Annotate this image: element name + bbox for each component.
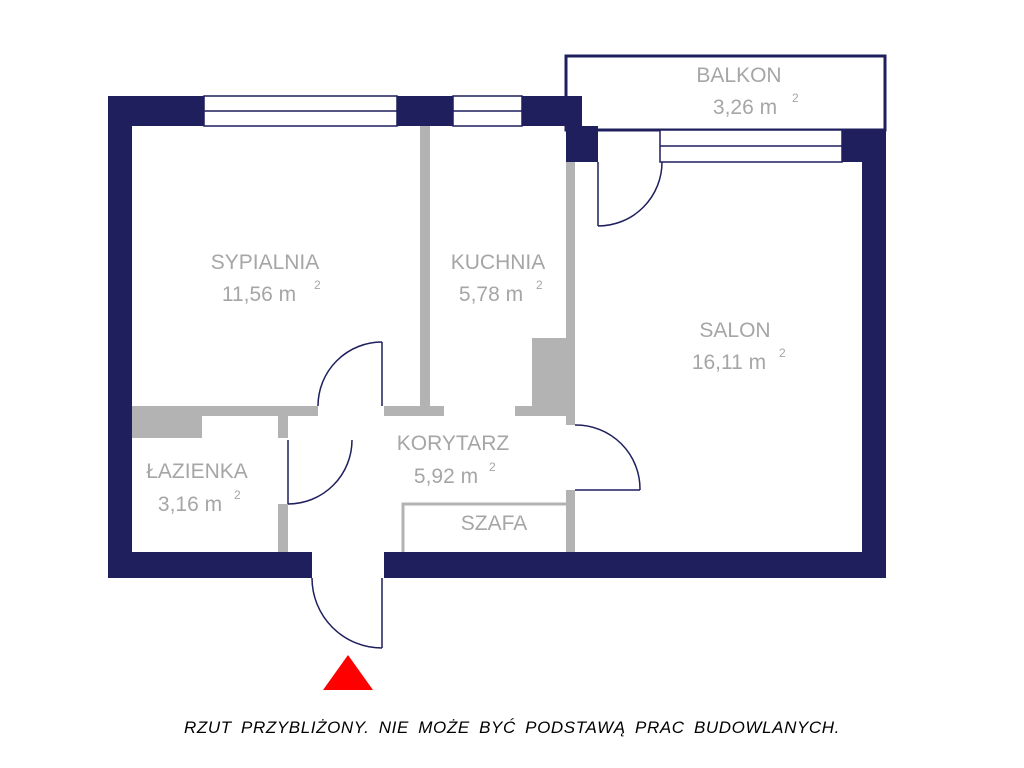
- room-label-salon: SALON 16,11 m 2: [692, 319, 786, 374]
- szafa-name: SZAFA: [461, 512, 528, 535]
- room-label-lazienka: ŁAZIENKA 3,16 m 2: [146, 460, 248, 516]
- wardrobe-outline: [401, 502, 566, 552]
- sypialnia-name: SYPIALNIA: [211, 251, 320, 274]
- lazienka-unit-exp: 2: [234, 488, 241, 502]
- room-label-sypialnia: SYPIALNIA 11,56 m 2: [211, 251, 321, 306]
- entrance-triangle-icon: [323, 655, 373, 690]
- bathroom-door-arc: [287, 439, 353, 505]
- salon-area: 16,11 m: [692, 351, 766, 374]
- balkon-unit-exp: 2: [792, 91, 799, 105]
- room-label-szafa: SZAFA: [461, 512, 528, 535]
- room-label-kuchnia: KUCHNIA 5,78 m 2: [451, 251, 546, 306]
- balcony-door-arc: [597, 161, 663, 227]
- partitions: [132, 126, 575, 552]
- lazienka-area: 3,16 m: [158, 493, 222, 516]
- windows: [203, 95, 843, 163]
- salon-unit-exp: 2: [779, 346, 786, 360]
- entrance-door-arc: [311, 577, 383, 649]
- bedroom-door-arc: [317, 341, 383, 407]
- room-label-korytarz: KORYTARZ 5,92 m 2: [397, 432, 510, 488]
- balkon-area: 3,26 m: [713, 96, 777, 119]
- kuchnia-name: KUCHNIA: [451, 251, 546, 274]
- room-label-balkon: BALKON 3,26 m 2: [696, 64, 799, 119]
- outer-walls: [108, 96, 886, 578]
- lazienka-name: ŁAZIENKA: [146, 460, 248, 483]
- doors: [287, 161, 663, 649]
- kuchnia-unit-exp: 2: [536, 278, 543, 292]
- disclaimer-text: RZUT PRZYBLIŻONY. NIE MOŻE BYĆ PODSTAWĄ …: [183, 718, 841, 737]
- korytarz-name: KORYTARZ: [397, 432, 510, 455]
- korytarz-area: 5,92 m: [414, 465, 478, 488]
- salon-door-arc: [574, 424, 641, 491]
- floor-plan: BALKON 3,26 m 2 SYPIALNIA 11,56 m 2 KUCH…: [108, 54, 887, 690]
- balkon-name: BALKON: [696, 64, 781, 87]
- salon-name: SALON: [699, 319, 770, 342]
- korytarz-unit-exp: 2: [489, 460, 496, 474]
- kuchnia-area: 5,78 m: [459, 283, 523, 306]
- sypialnia-area: 11,56 m: [222, 283, 296, 306]
- sypialnia-unit-exp: 2: [314, 278, 321, 292]
